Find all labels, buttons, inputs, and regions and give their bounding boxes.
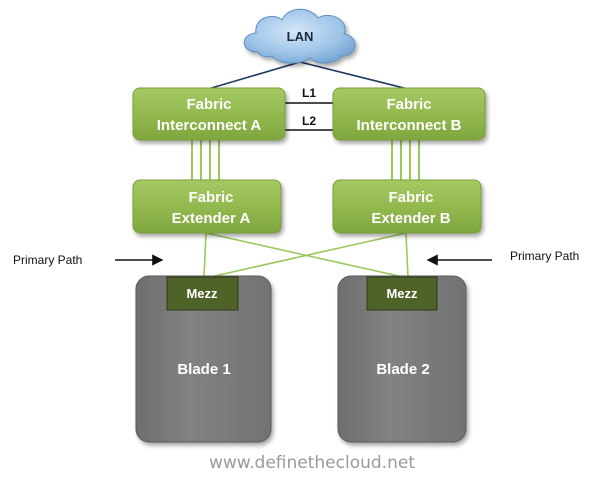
fabric-interconnect-a [132,87,286,141]
blade-1-mezz-label: Mezz [186,286,218,301]
footer-url: www.definethecloud.net [209,453,415,473]
fabric-extender-a [132,179,282,234]
lan-cloud-icon [243,8,356,64]
blade-1-mezz [166,276,239,311]
fabric-extender-a-line1: Fabric [188,189,233,206]
fabric-extender-b [332,179,482,234]
fabric-interconnect-a-line2: Interconnect A [157,117,262,134]
fabric-interconnect-b-line2: Interconnect B [356,117,461,134]
primary-path-left-label: Primary Path [13,253,82,267]
link-l1-label: L1 [302,86,316,100]
blade-2-label: Blade 2 [376,361,429,378]
blade-1 [135,275,272,443]
primary-path-right-label: Primary Path [510,249,579,263]
lan-label: LAN [287,29,314,44]
extender-uplinks-b [391,140,420,180]
blade-1-label: Blade 1 [177,361,230,378]
fabric-extender-b-line1: Fabric [388,189,433,206]
fabric-interconnect-a-line1: Fabric [186,96,231,113]
extender-to-mezz-links [203,232,409,278]
link-l2-label: L2 [302,114,316,128]
fabric-interconnect-b-line1: Fabric [386,96,431,113]
blade-2-mezz [366,276,438,311]
extender-uplinks-a [191,140,220,180]
fabric-extender-a-line2: Extender A [172,210,251,227]
lan-uplinks [207,61,409,90]
fabric-extender-b-line2: Extender B [371,210,450,227]
interconnect-links [285,102,333,131]
fabric-interconnect-b [332,87,486,141]
blade-2 [337,275,467,443]
blade-2-mezz-label: Mezz [386,286,418,301]
